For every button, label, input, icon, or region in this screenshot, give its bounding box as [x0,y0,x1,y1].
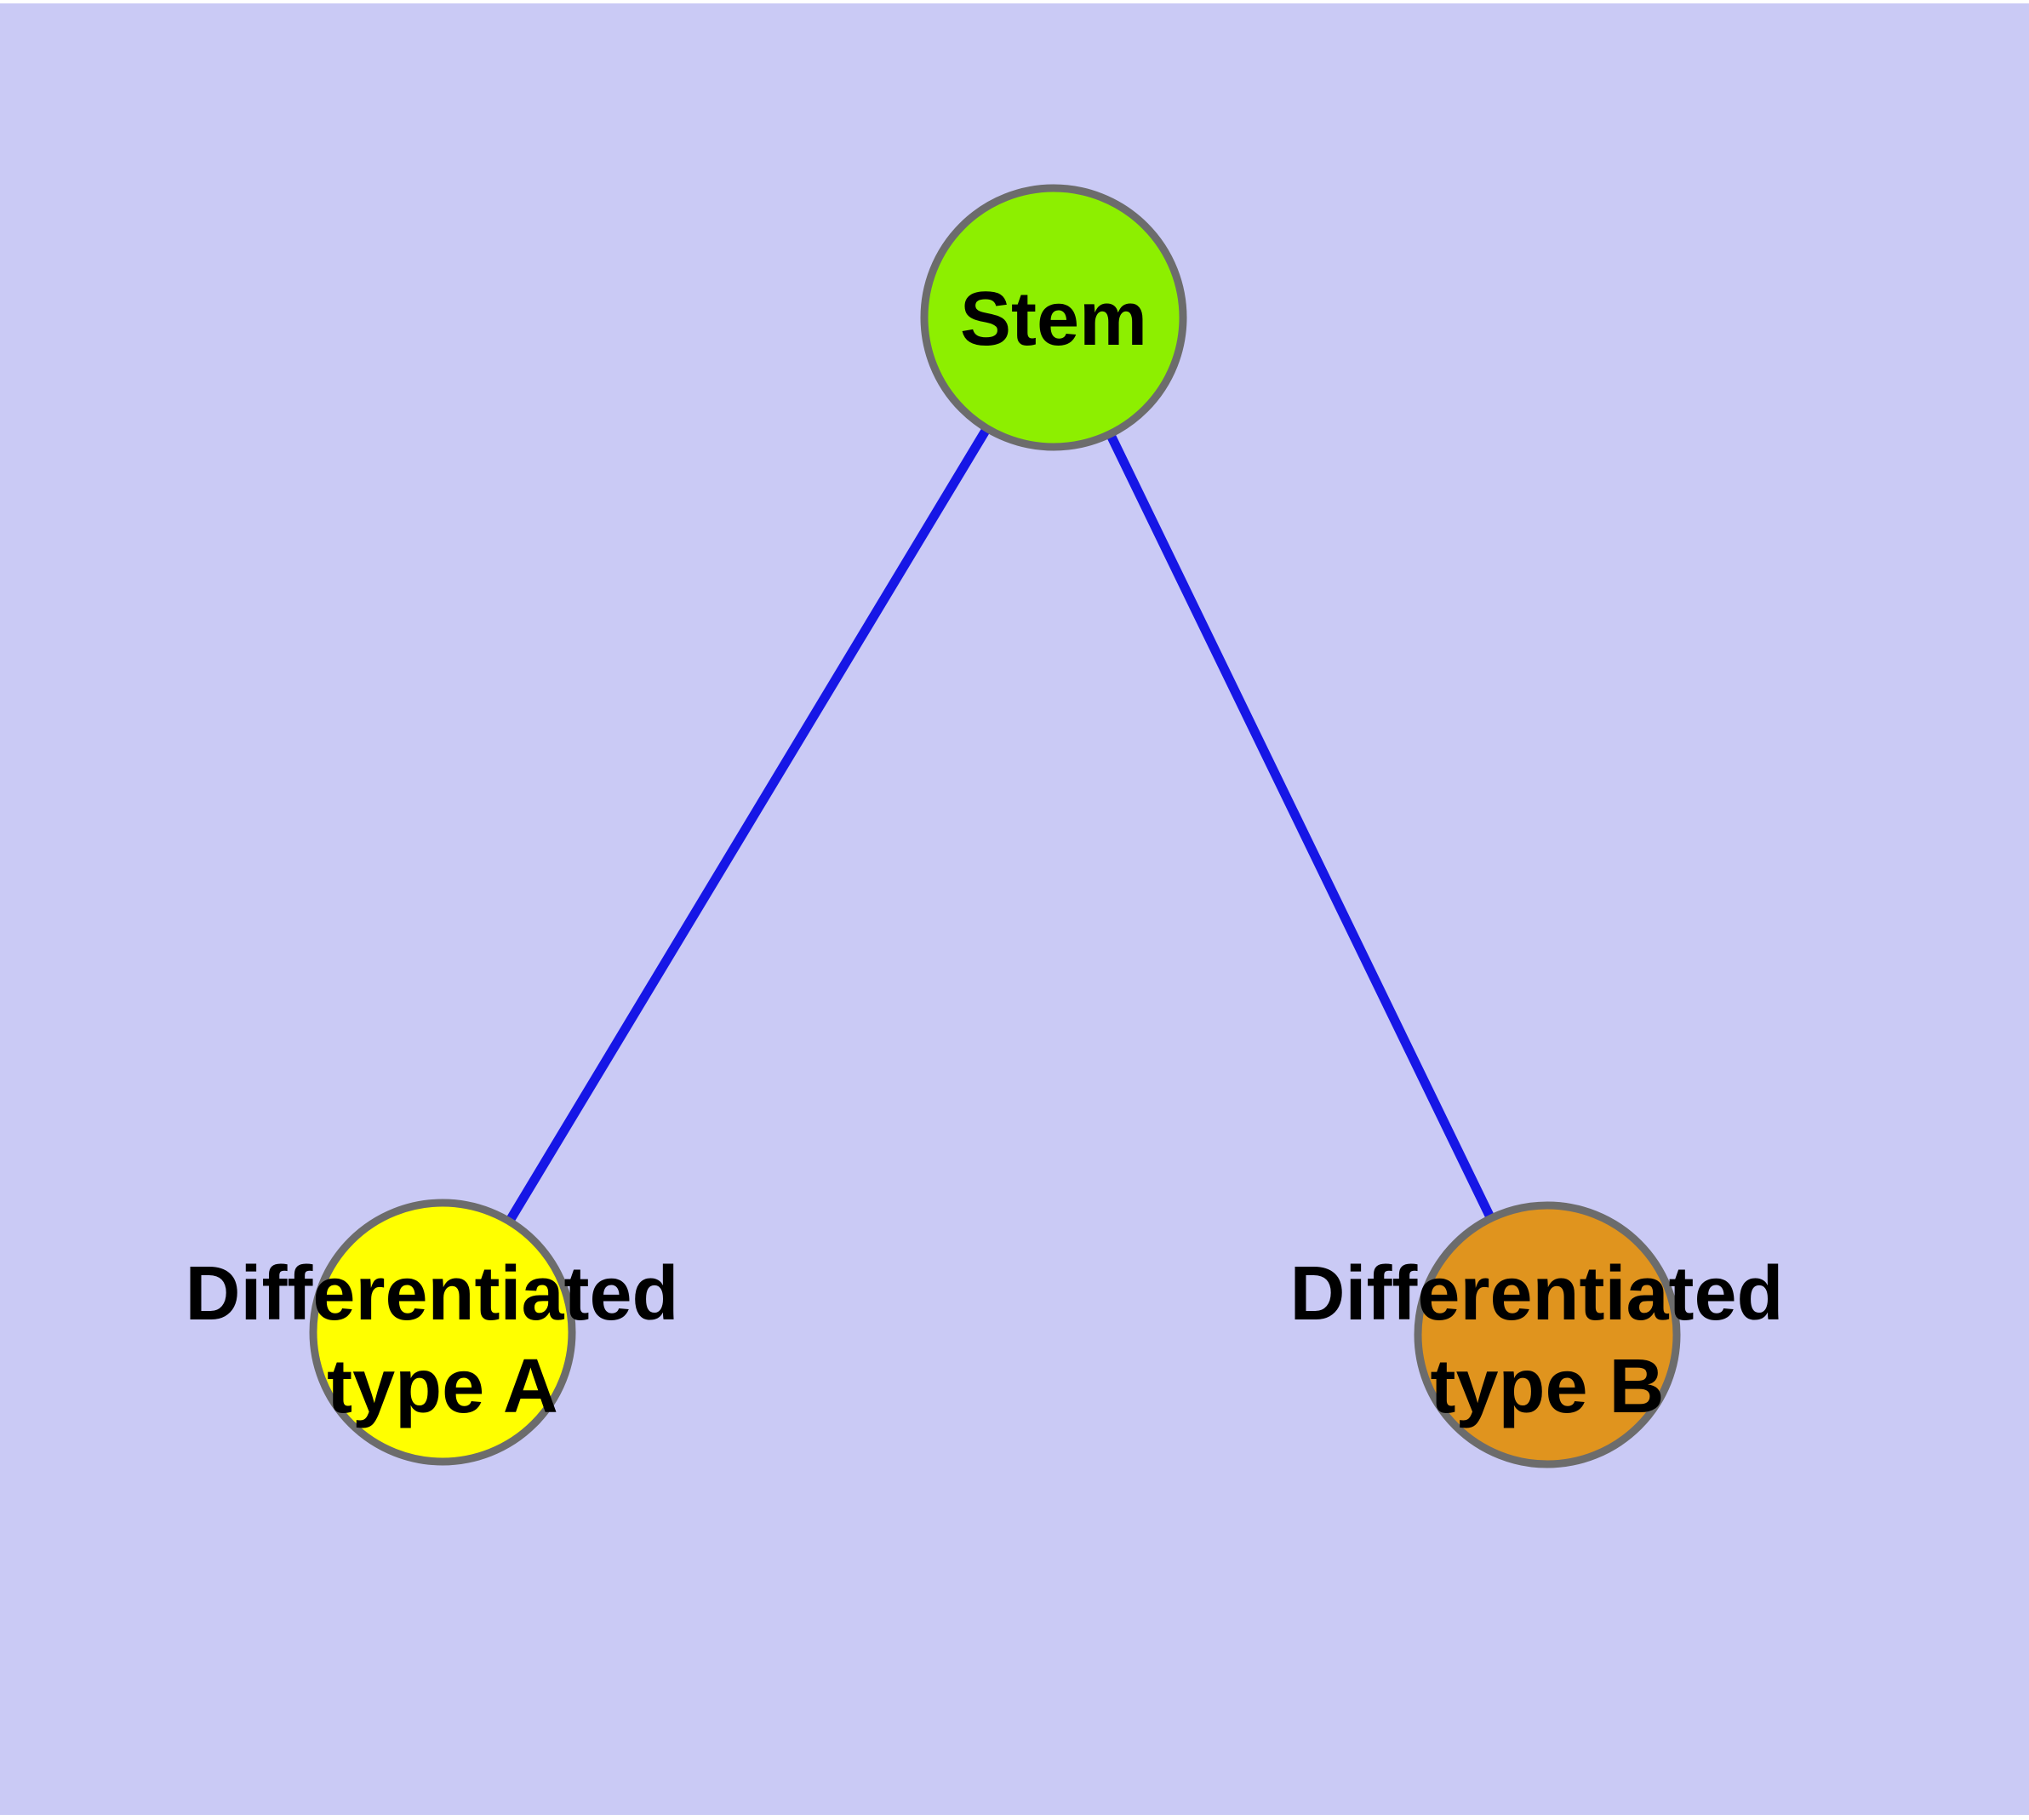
node-type-b-label: Differentiated type B [1289,1251,1804,1429]
node-type-a-label: Differentiated type A [185,1251,700,1429]
node-type-b-label-line2: type B [1430,1344,1664,1429]
node-type-b-circle [1414,1201,1681,1468]
node-type-a-label-line1: Differentiated [185,1251,678,1336]
node-stem-circle [920,184,1187,451]
edge-stem-to-type-a [438,315,1058,1335]
node-type-a-circle [309,1199,576,1466]
node-type-b-label-line1: Differentiated [1289,1251,1783,1336]
node-stem-label: Stem [960,277,1147,362]
node-type-a-label-line2: type A [327,1344,558,1429]
edge-stem-to-type-b [1049,315,1552,1337]
